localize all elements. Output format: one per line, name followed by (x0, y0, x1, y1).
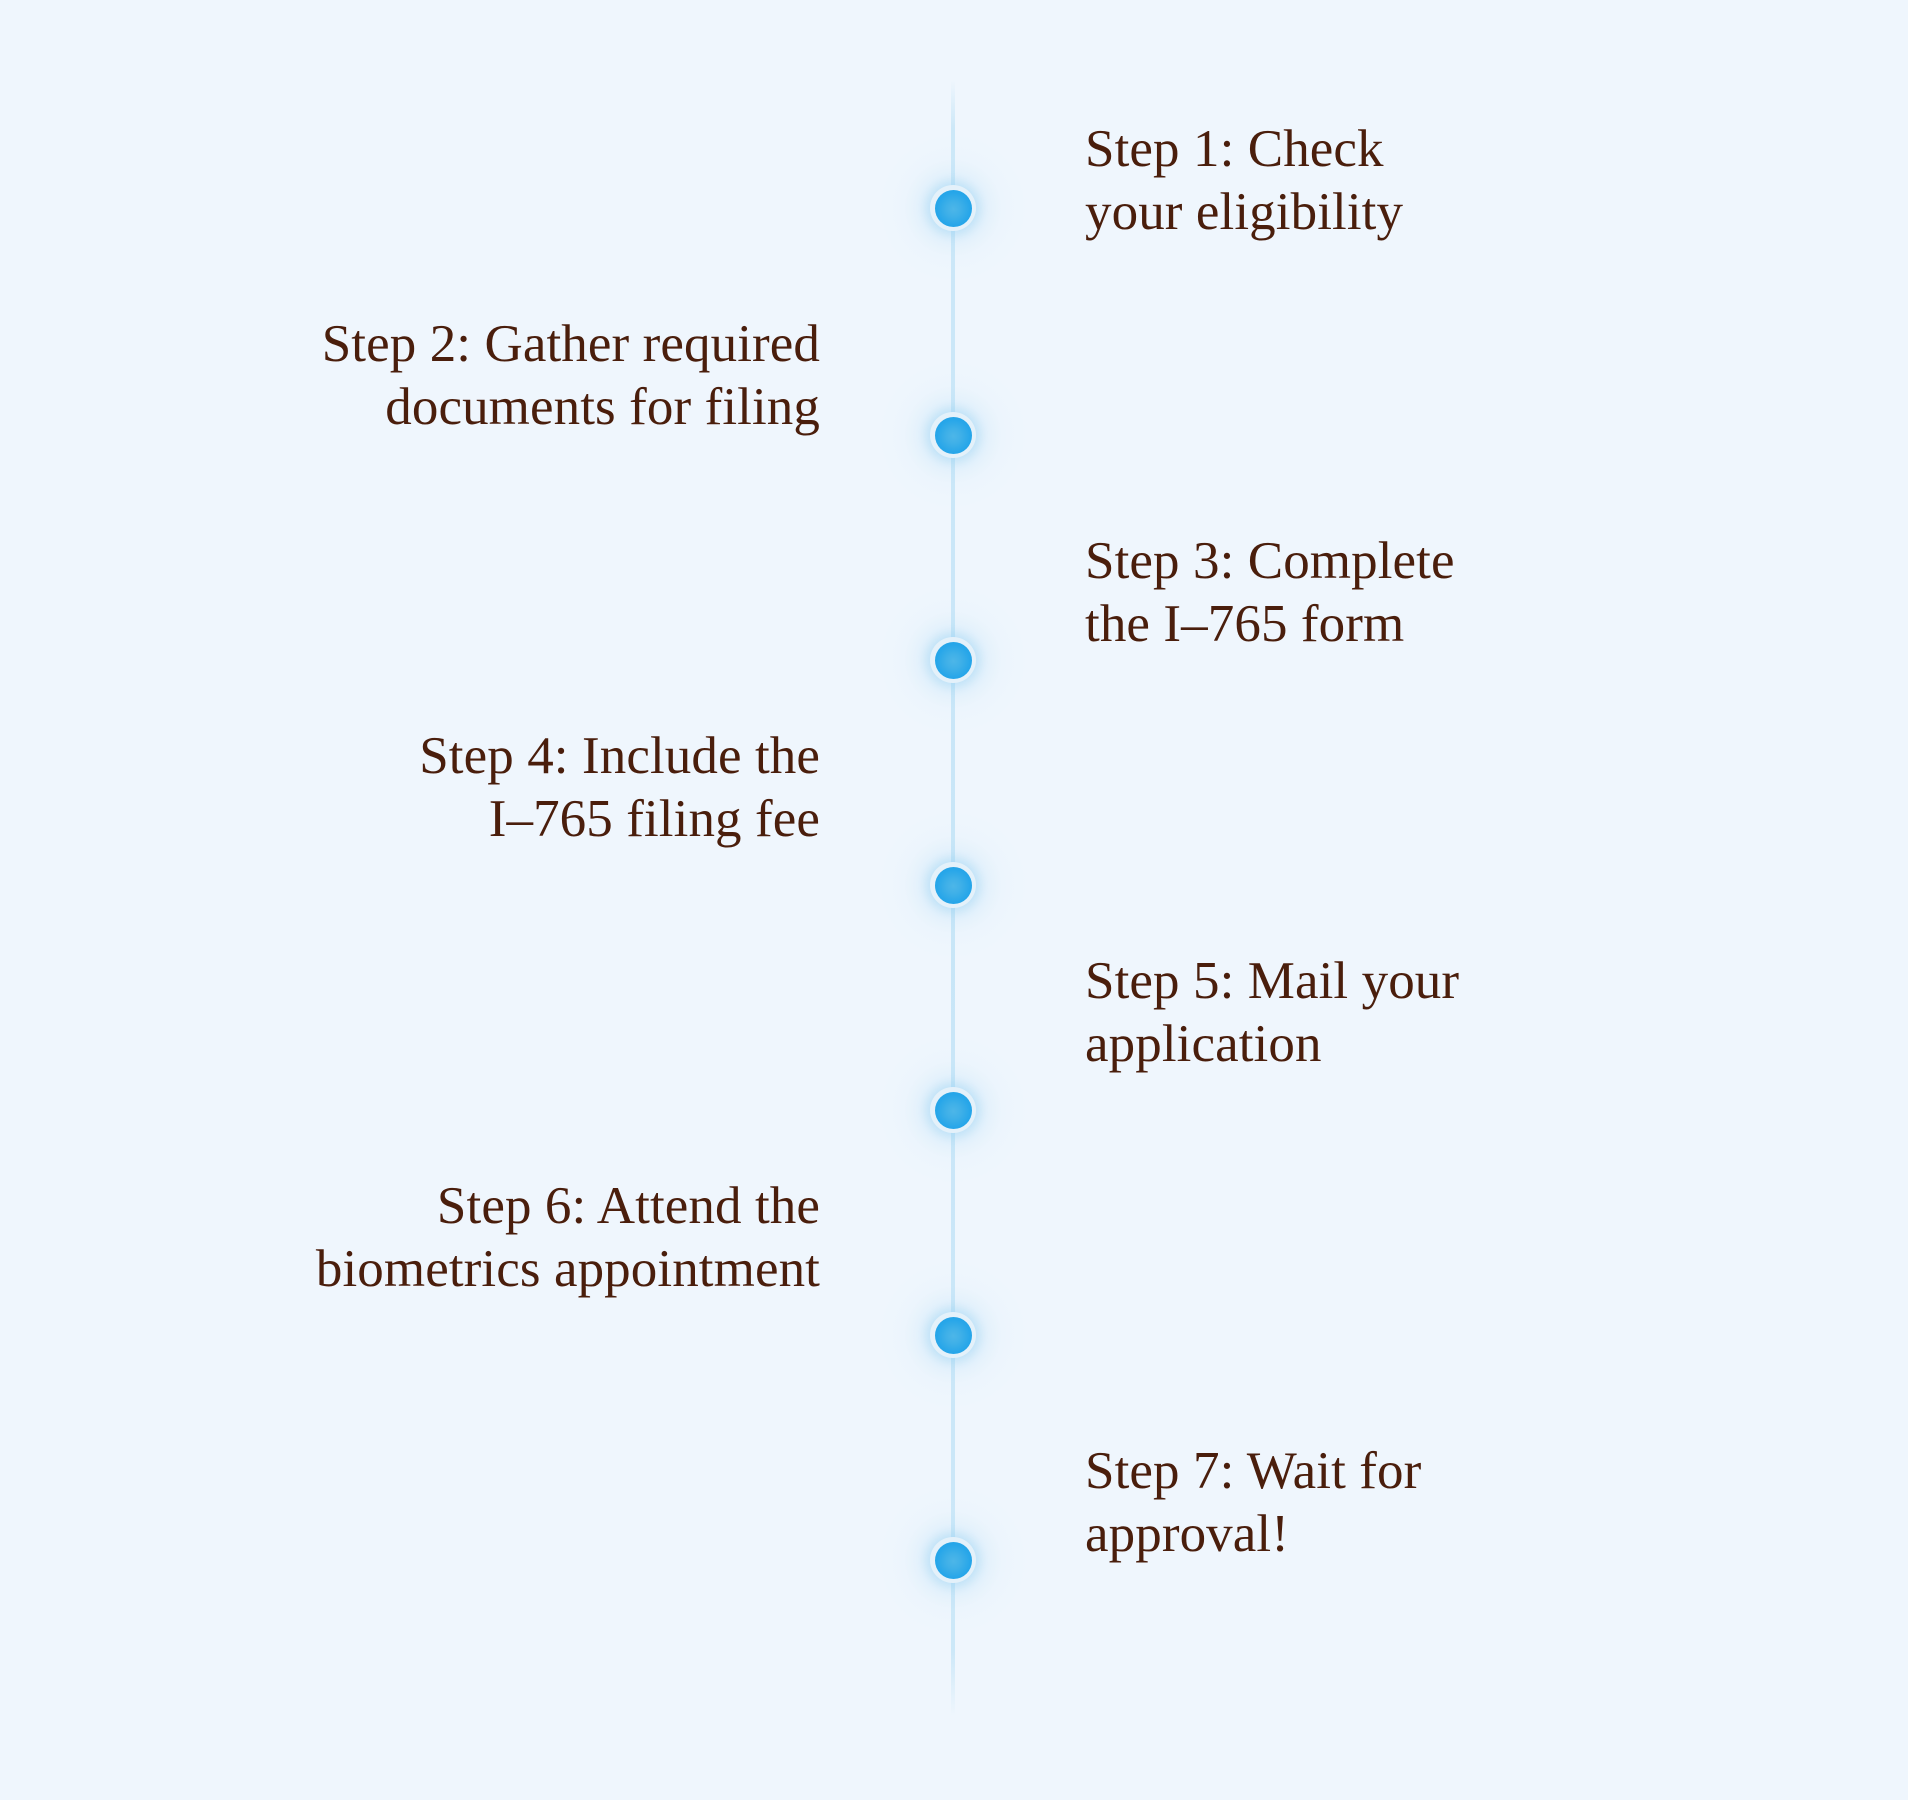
step-label-7: Step 7: Wait for approval! (1085, 1442, 1422, 1563)
step-label-4: Step 4: Include the I–765 filing fee (419, 727, 820, 848)
timeline-dot-6[interactable] (934, 1316, 972, 1354)
timeline-dot-4[interactable] (934, 866, 972, 904)
step-label-6: Step 6: Attend the biometrics appointmen… (315, 1177, 820, 1298)
timeline-dot-5[interactable] (934, 1091, 972, 1129)
step-label-5: Step 5: Mail your application (1085, 952, 1460, 1073)
step-label-3: Step 3: Complete the I–765 form (1085, 532, 1455, 653)
timeline-dot-3[interactable] (934, 641, 972, 679)
timeline-dot-7[interactable] (934, 1541, 972, 1579)
step-label-1: Step 1: Check your eligibility (1085, 120, 1404, 241)
timeline-dot-1[interactable] (934, 189, 972, 227)
step-label-2: Step 2: Gather required documents for fi… (321, 315, 820, 436)
timeline-dot-2[interactable] (934, 416, 972, 454)
